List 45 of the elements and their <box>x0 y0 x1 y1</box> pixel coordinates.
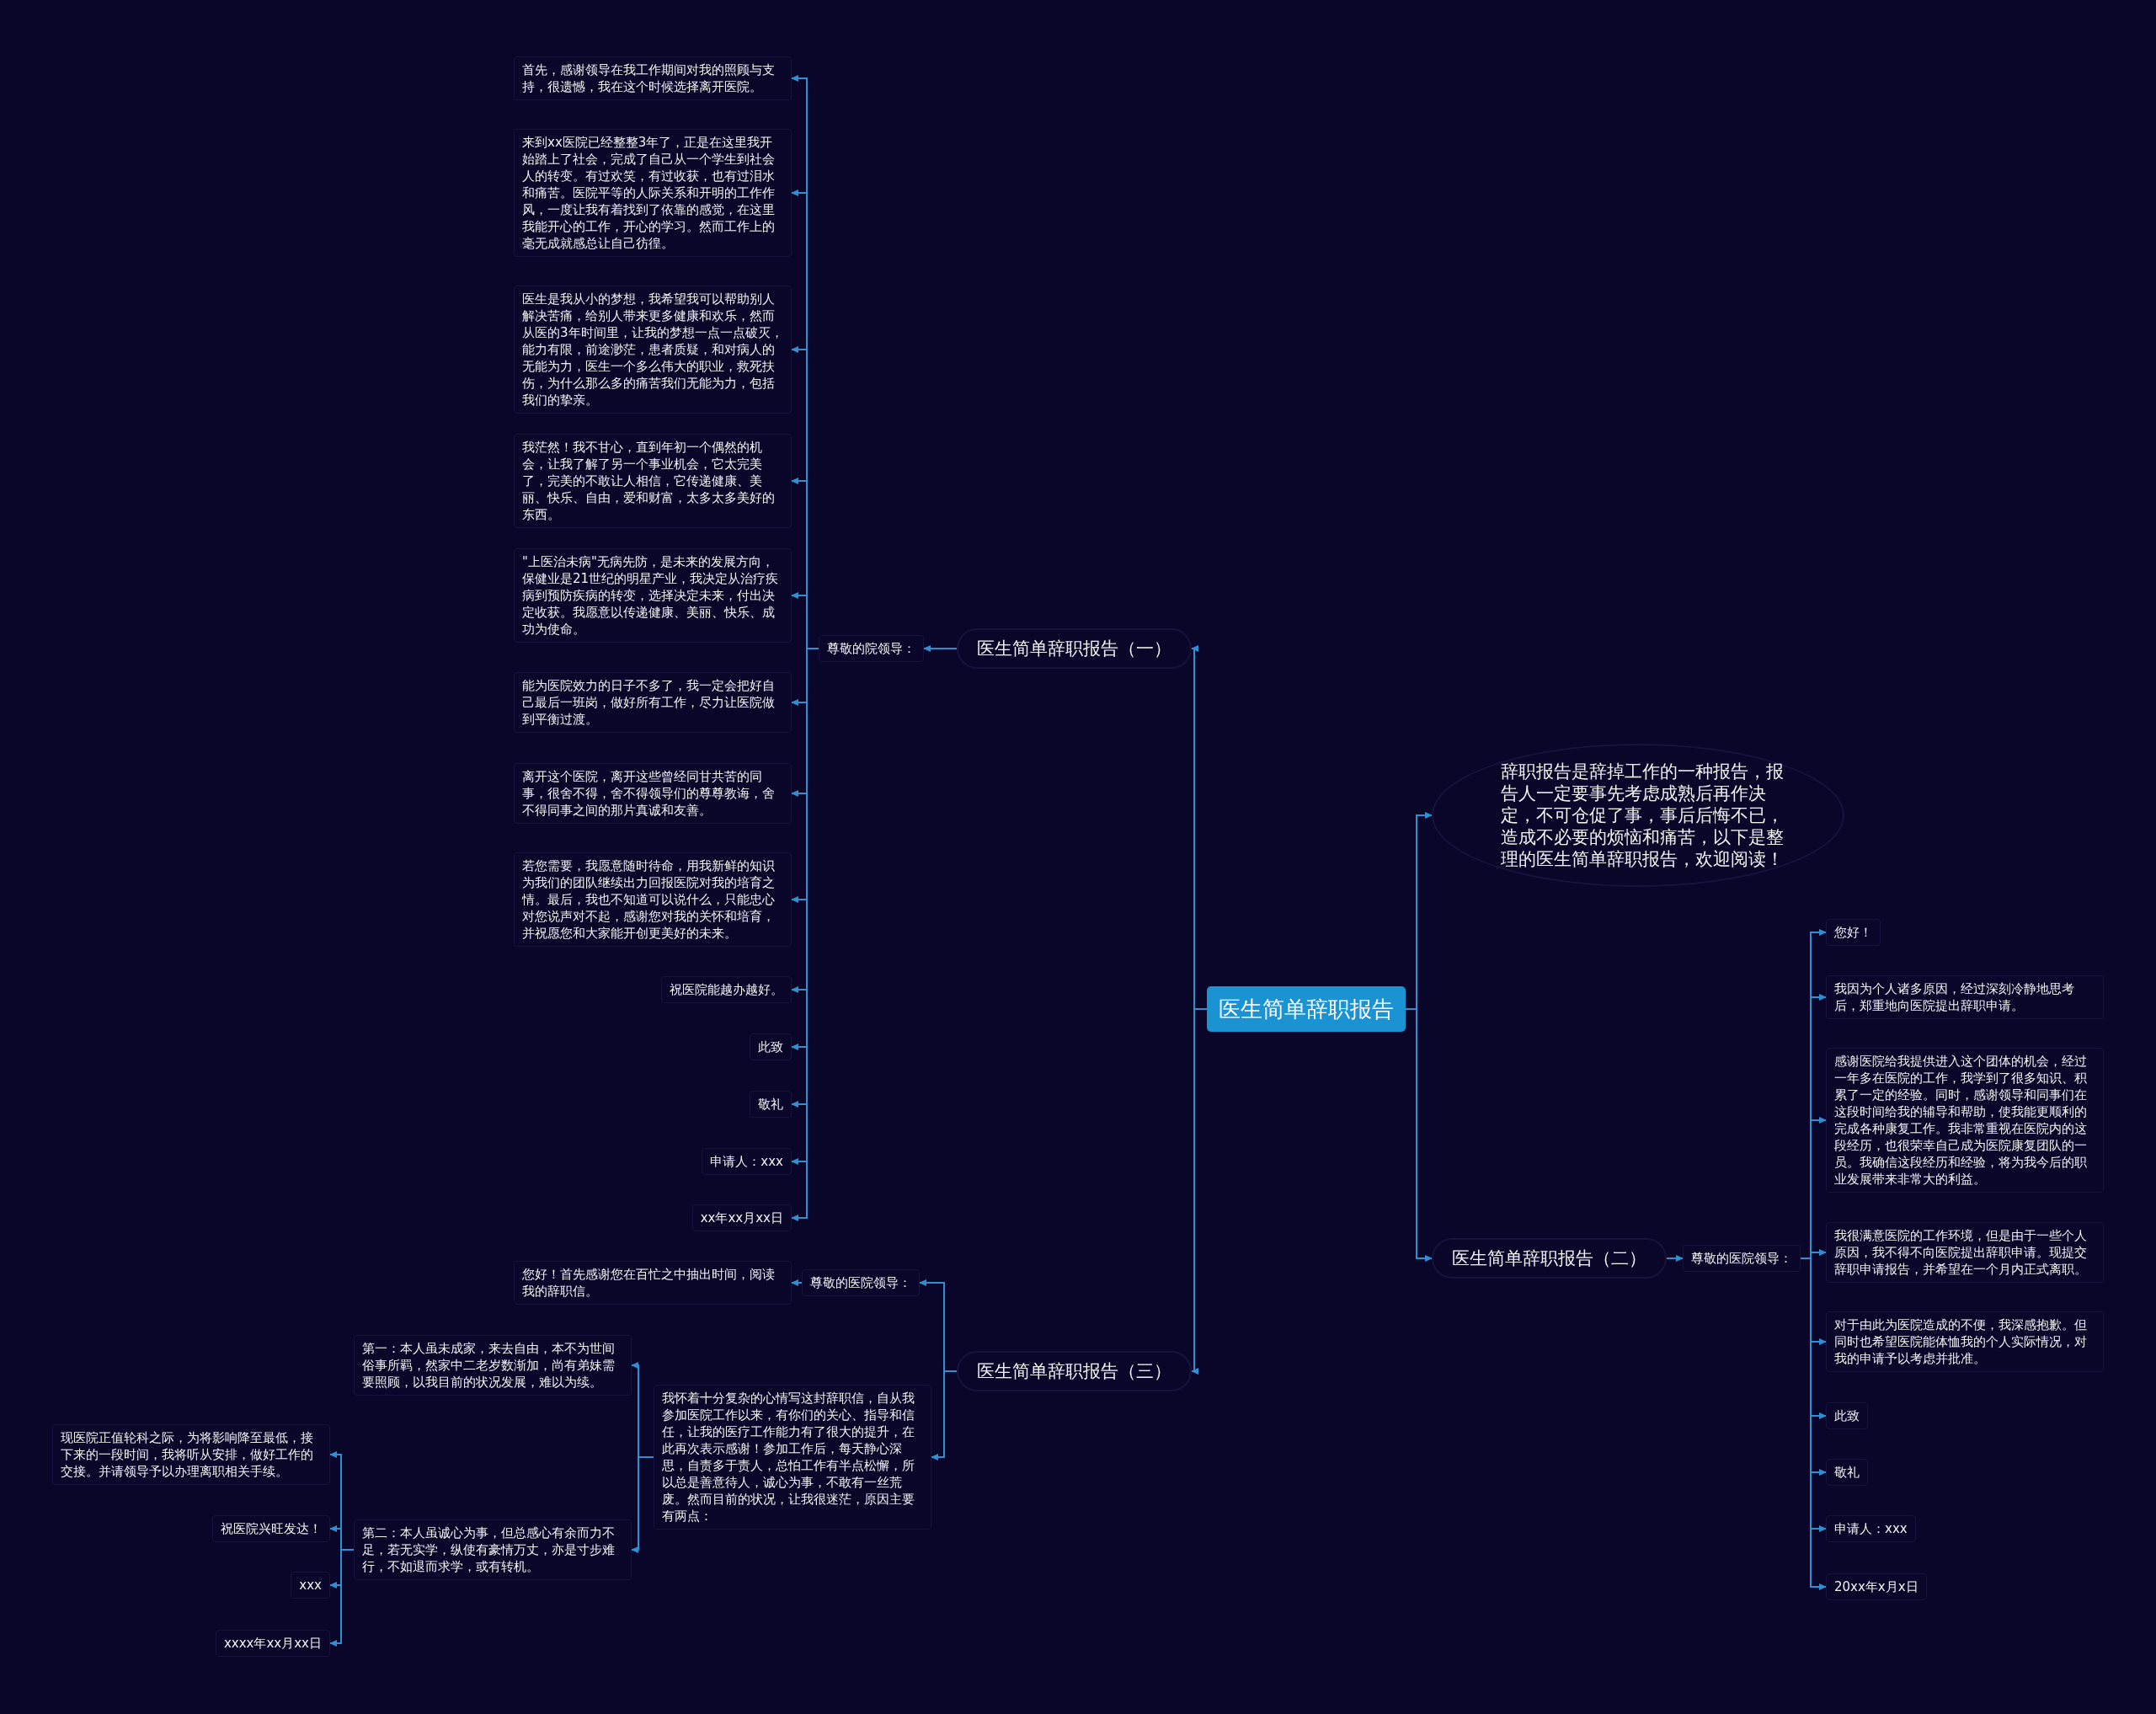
note-card: 您好！首先感谢您在百忙之中抽出时间，阅读我的辞职信。 <box>514 1261 792 1305</box>
connector-arrow <box>791 1279 803 1286</box>
note-card: 离开这个医院，离开这些曾经同甘共苦的同事，很舍不得，舍不得领导们的尊尊教诲，舍不得同事之间的那片真诚和友善。 <box>514 763 792 824</box>
note-card: 您好！ <box>1826 919 1881 946</box>
connector-arrow <box>1405 1008 1433 1262</box>
note-card: 来到xx医院已经整整3年了，正是在这里我开始踏上了社会，完成了自己从一个学生到社会人的转变。有过欢笑，有过收获，也有过泪水和痛苦。医院平等的人际关系和开明的工作作风，一度让我有着找到了依靠的感觉，在这里我能开心的工作，开心的学习。然而工作上的毫无成就感总让自己彷徨。 <box>514 129 792 257</box>
note-card: 祝医院兴旺发达！ <box>212 1515 330 1542</box>
connector-arrow <box>923 645 958 652</box>
note-card: 20xx年x月x日 <box>1826 1573 1927 1600</box>
connector-arrow <box>931 1370 958 1460</box>
note-card: 此致 <box>1826 1402 1868 1429</box>
note-card: 能为医院效力的日子不多了，我一定会把好自己最后一班岗，做好所有工作，尽力让医院做到平衡过渡。 <box>514 672 792 733</box>
note-card: 祝医院能越办越好。 <box>661 976 792 1003</box>
greeting-label: 尊敬的医院领导： <box>1683 1245 1801 1272</box>
greeting-label: 尊敬的医院领导： <box>802 1269 920 1296</box>
connector-arrow <box>1666 1255 1684 1262</box>
note-card: 第二：本人虽诚心为事，但总感心有余而力不足，若无实学，纵使有豪情万丈，亦是寸步难行，不如退而求学，或有转机。 <box>354 1519 632 1580</box>
note-card: 我怀着十分复杂的心情写这封辞职信，自从我参加医院工作以来，有你们的关心、指导和信任，让我的医疗工作能力有了很大的提升，在此再次表示感谢！参加工作后，每天静心深思，自责多于责人，总怕工作有半点松懈，所以总是善意待人，诚心为事，不敢有一丝荒废。然而目前的状况，让我很迷茫，原因主要有两点： <box>654 1385 931 1530</box>
branch-title: 医生简单辞职报告（二） <box>1432 1238 1667 1279</box>
note-card: 第一：本人虽未成家，来去自由，本不为世间俗事所羁，然家中二老岁数渐加，尚有弟妹需要照顾，以我目前的状况发展，难以为续。 <box>354 1335 632 1396</box>
intro-bubble: 辞职报告是辞掉工作的一种报告，报告人一定要事先考虑成熟后再作决定，不可仓促了事，事后后悔不已，造成不必要的烦恼和痛苦，以下是整理的医生简单辞职报告，欢迎阅读！ <box>1432 744 1844 887</box>
note-card: 申请人：xxx <box>1826 1515 1916 1542</box>
note-card: 此致 <box>750 1033 792 1060</box>
note-card: 我茫然！我不甘心，直到年初一个偶然的机会，让我了解了另一个事业机会，它太完美了，完美的不敢让人相信，它传递健康、美丽、快乐、自由，爱和财富，太多太多美好的东西。 <box>514 434 792 528</box>
note-card: 首先，感谢领导在我工作期间对我的照顾与支持，很遗憾，我在这个时候选择离开医院。 <box>514 56 792 100</box>
note-card: 若您需要，我愿意随时待命，用我新鲜的知识为我们的团队继续出力回报医院对我的培育之情。最后，我也不知道可以说什么，只能忠心对您说声对不起，感谢您对我的关怀和培育，并祝愿您和大家能开创更美好的未来。 <box>514 852 792 947</box>
note-card: xx年xx月xx日 <box>691 1204 792 1231</box>
note-card: 我因为个人诸多原因，经过深刻冷静地思考后，郑重地向医院提出辞职申请。 <box>1826 975 2104 1019</box>
note-card: xxxx年xx月xx日 <box>216 1630 330 1657</box>
branch-title: 医生简单辞职报告（一） <box>957 628 1192 669</box>
note-card: 申请人：xxx <box>702 1148 792 1175</box>
note-card: xxx <box>291 1572 330 1599</box>
topic-box: 医生简单辞职报告 <box>1207 986 1406 1032</box>
greeting-label: 尊敬的院领导： <box>819 635 924 662</box>
note-card: 敬礼 <box>1826 1459 1868 1486</box>
note-card: 感谢医院给我提供进入这个团体的机会，经过一年多在医院的工作，我学到了很多知识、积累了一定的经验。同时，感谢领导和同事们在这段时间给我的辅导和帮助，使我能更顺利的完成各种康复工作。我非常重视在医院内的这段经历，也很荣幸自己成为医院康复团队的一员。我确信这段经历和经验，将为我今后的职业发展带来非常大的利益。 <box>1826 1048 2104 1193</box>
note-card: 敬礼 <box>750 1091 792 1118</box>
branch-title: 医生简单辞职报告（三） <box>957 1351 1192 1391</box>
connector-arrow <box>329 1549 355 1647</box>
note-card: "上医治未病"无病先防，是未来的发展方向，保健业是21世纪的明星产业，我决定从治疗疾病到预防疾病的转变，选择决定未来，付出决定收获。我愿意以传递健康、美丽、快乐、成功为使命。 <box>514 548 792 643</box>
note-card: 现医院正值轮科之际，为将影响降至最低，接下来的一段时间，我将听从安排，做好工作的交接。并请领导予以办理离职相关手续。 <box>52 1424 330 1485</box>
note-card: 医生是我从小的梦想，我希望我可以帮助别人解决苦痛，给别人带来更多健康和欢乐，然而从医的3年时间里，让我的梦想一点一点破灭，能力有限，前途渺茫，患者质疑，和对病人的无能为力，医生一个多么伟大的职业，救死扶伤，为什么那么多的痛苦我们无能为力，包括我们的挚亲。 <box>514 286 792 414</box>
note-card: 我很满意医院的工作环境，但是由于一些个人原因，我不得不向医院提出辞职申请。现提交辞职申请报告，并希望在一个月内正式离职。 <box>1826 1222 2104 1283</box>
connector-arrow <box>631 1456 654 1553</box>
note-card: 对于由此为医院造成的不便，我深感抱歉。但同时也希望医院能体恤我的个人实际情况，对我的申请予以考虑并批准。 <box>1826 1311 2104 1372</box>
